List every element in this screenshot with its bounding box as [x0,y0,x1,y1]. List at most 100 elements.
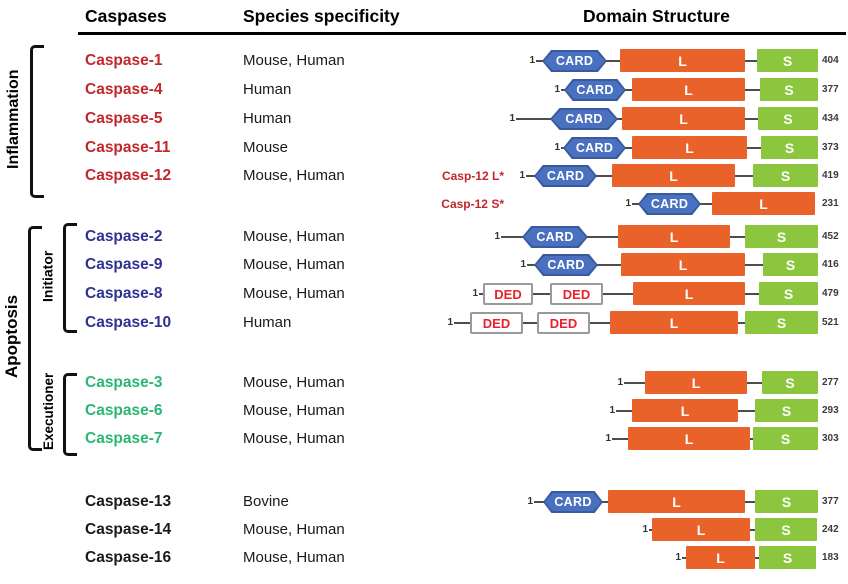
residue-count: 434 [822,113,839,124]
large-subunit-box: L [612,164,735,187]
n-terminus-label: 1 [609,405,615,416]
inflammation-group-label: Inflammation [5,69,22,169]
caspase-name: Caspase-6 [85,402,163,419]
ded-domain: DED [550,283,603,305]
card-domain: CARD [542,50,607,72]
small-subunit-box: S [755,399,818,422]
n-terminus-label: 1 [605,433,611,444]
species-value: Mouse, Human [243,430,345,447]
residue-count: 419 [822,170,839,181]
n-terminus-label: 1 [529,55,535,66]
caspase-name: Caspase-7 [85,430,163,447]
card-hexagon-fill [536,256,596,274]
n-terminus-label: 1 [520,259,526,270]
large-subunit-box: L [622,107,745,130]
small-subunit-box: S [745,311,818,334]
apoptosis-group-label: Apoptosis [2,294,21,378]
header-divider-line [78,32,846,35]
residue-count: 373 [822,142,839,153]
small-subunit-box: S [755,490,818,513]
large-subunit-box: L [652,518,750,541]
caspase-name: Caspase-11 [85,139,171,156]
species-value: Mouse, Human [243,167,345,184]
column-header-caspases: Caspases [85,6,167,26]
n-terminus-label: 1 [642,524,648,535]
large-subunit-box: L [620,49,745,72]
card-hexagon-fill [524,228,586,246]
species-value: Bovine [243,493,289,510]
caspase-name: Caspase-10 [85,314,172,331]
inflammation-bracket [30,45,44,198]
card-domain: CARD [534,165,597,187]
large-subunit-box: L [628,427,750,450]
species-value: Mouse, Human [243,521,345,538]
residue-count: 377 [822,84,839,95]
caspase-name: Caspase-1 [85,52,163,69]
initiator-group-label: Initiator [39,250,56,302]
small-subunit-box: S [759,282,818,305]
caspase-name: Caspase-3 [85,374,163,391]
residue-count: 452 [822,231,839,242]
residue-count: 479 [822,288,839,299]
card-domain-label: CARD [575,141,614,155]
n-terminus-label: 1 [447,317,453,328]
species-value: Human [243,81,292,98]
caspase-name: Caspase-2 [85,228,163,245]
card-domain-label: CARD [650,197,689,211]
caspase-name: Caspase-12 [85,167,172,184]
residue-count: 404 [822,55,839,66]
species-value: Mouse, Human [243,374,345,391]
card-hexagon-fill [566,81,624,99]
card-domain-label: CARD [546,169,585,183]
species-value: Human [243,110,292,127]
caspase-name: Caspase-5 [85,110,163,127]
card-hexagon-fill [552,110,616,128]
isoform-label: Casp-12 S* [441,197,504,211]
residue-count: 416 [822,259,839,270]
large-subunit-box: L [712,192,815,215]
caspase-name: Caspase-9 [85,256,163,273]
large-subunit-box: L [632,399,738,422]
card-hexagon-fill [544,52,605,70]
small-subunit-box: S [753,427,818,450]
n-terminus-label: 1 [675,552,681,563]
caspase-name: Caspase-4 [85,81,163,98]
residue-count: 183 [822,552,839,563]
residue-count: 293 [822,405,839,416]
species-value: Mouse, Human [243,52,345,69]
card-domain-label: CARD [536,230,574,244]
large-subunit-box: L [618,225,730,248]
residue-count: 377 [822,496,839,507]
card-domain-label: CARD [547,258,585,272]
small-subunit-box: S [755,518,817,541]
isoform-label: Casp-12 L* [441,169,504,183]
n-terminus-label: 1 [625,198,631,209]
species-value: Mouse, Human [243,285,345,302]
caspase-name: Caspase-14 [85,521,172,538]
card-domain-label: CARD [555,54,594,68]
large-subunit-box: L [632,78,745,101]
residue-count: 521 [822,317,839,328]
small-subunit-box: S [760,78,818,101]
ded-domain: DED [483,283,533,305]
n-terminus-label: 1 [509,113,515,124]
n-terminus-label: 1 [519,170,525,181]
species-value: Mouse, Human [243,228,345,245]
card-domain: CARD [638,193,701,215]
n-terminus-label: 1 [494,231,500,242]
caspase-name: Caspase-16 [85,549,172,566]
small-subunit-box: S [759,546,816,569]
large-subunit-box: L [610,311,738,334]
card-domain: CARD [564,79,626,101]
residue-count: 277 [822,377,839,388]
column-header-species: Species specificity [243,6,400,26]
small-subunit-box: S [745,225,818,248]
residue-count: 231 [822,198,839,209]
apoptosis-bracket [28,226,42,451]
executioner-bracket [63,373,77,456]
small-subunit-box: S [762,371,818,394]
caspase-name: Caspase-13 [85,493,172,510]
large-subunit-box: L [621,253,745,276]
small-subunit-box: S [761,136,818,159]
residue-count: 303 [822,433,839,444]
